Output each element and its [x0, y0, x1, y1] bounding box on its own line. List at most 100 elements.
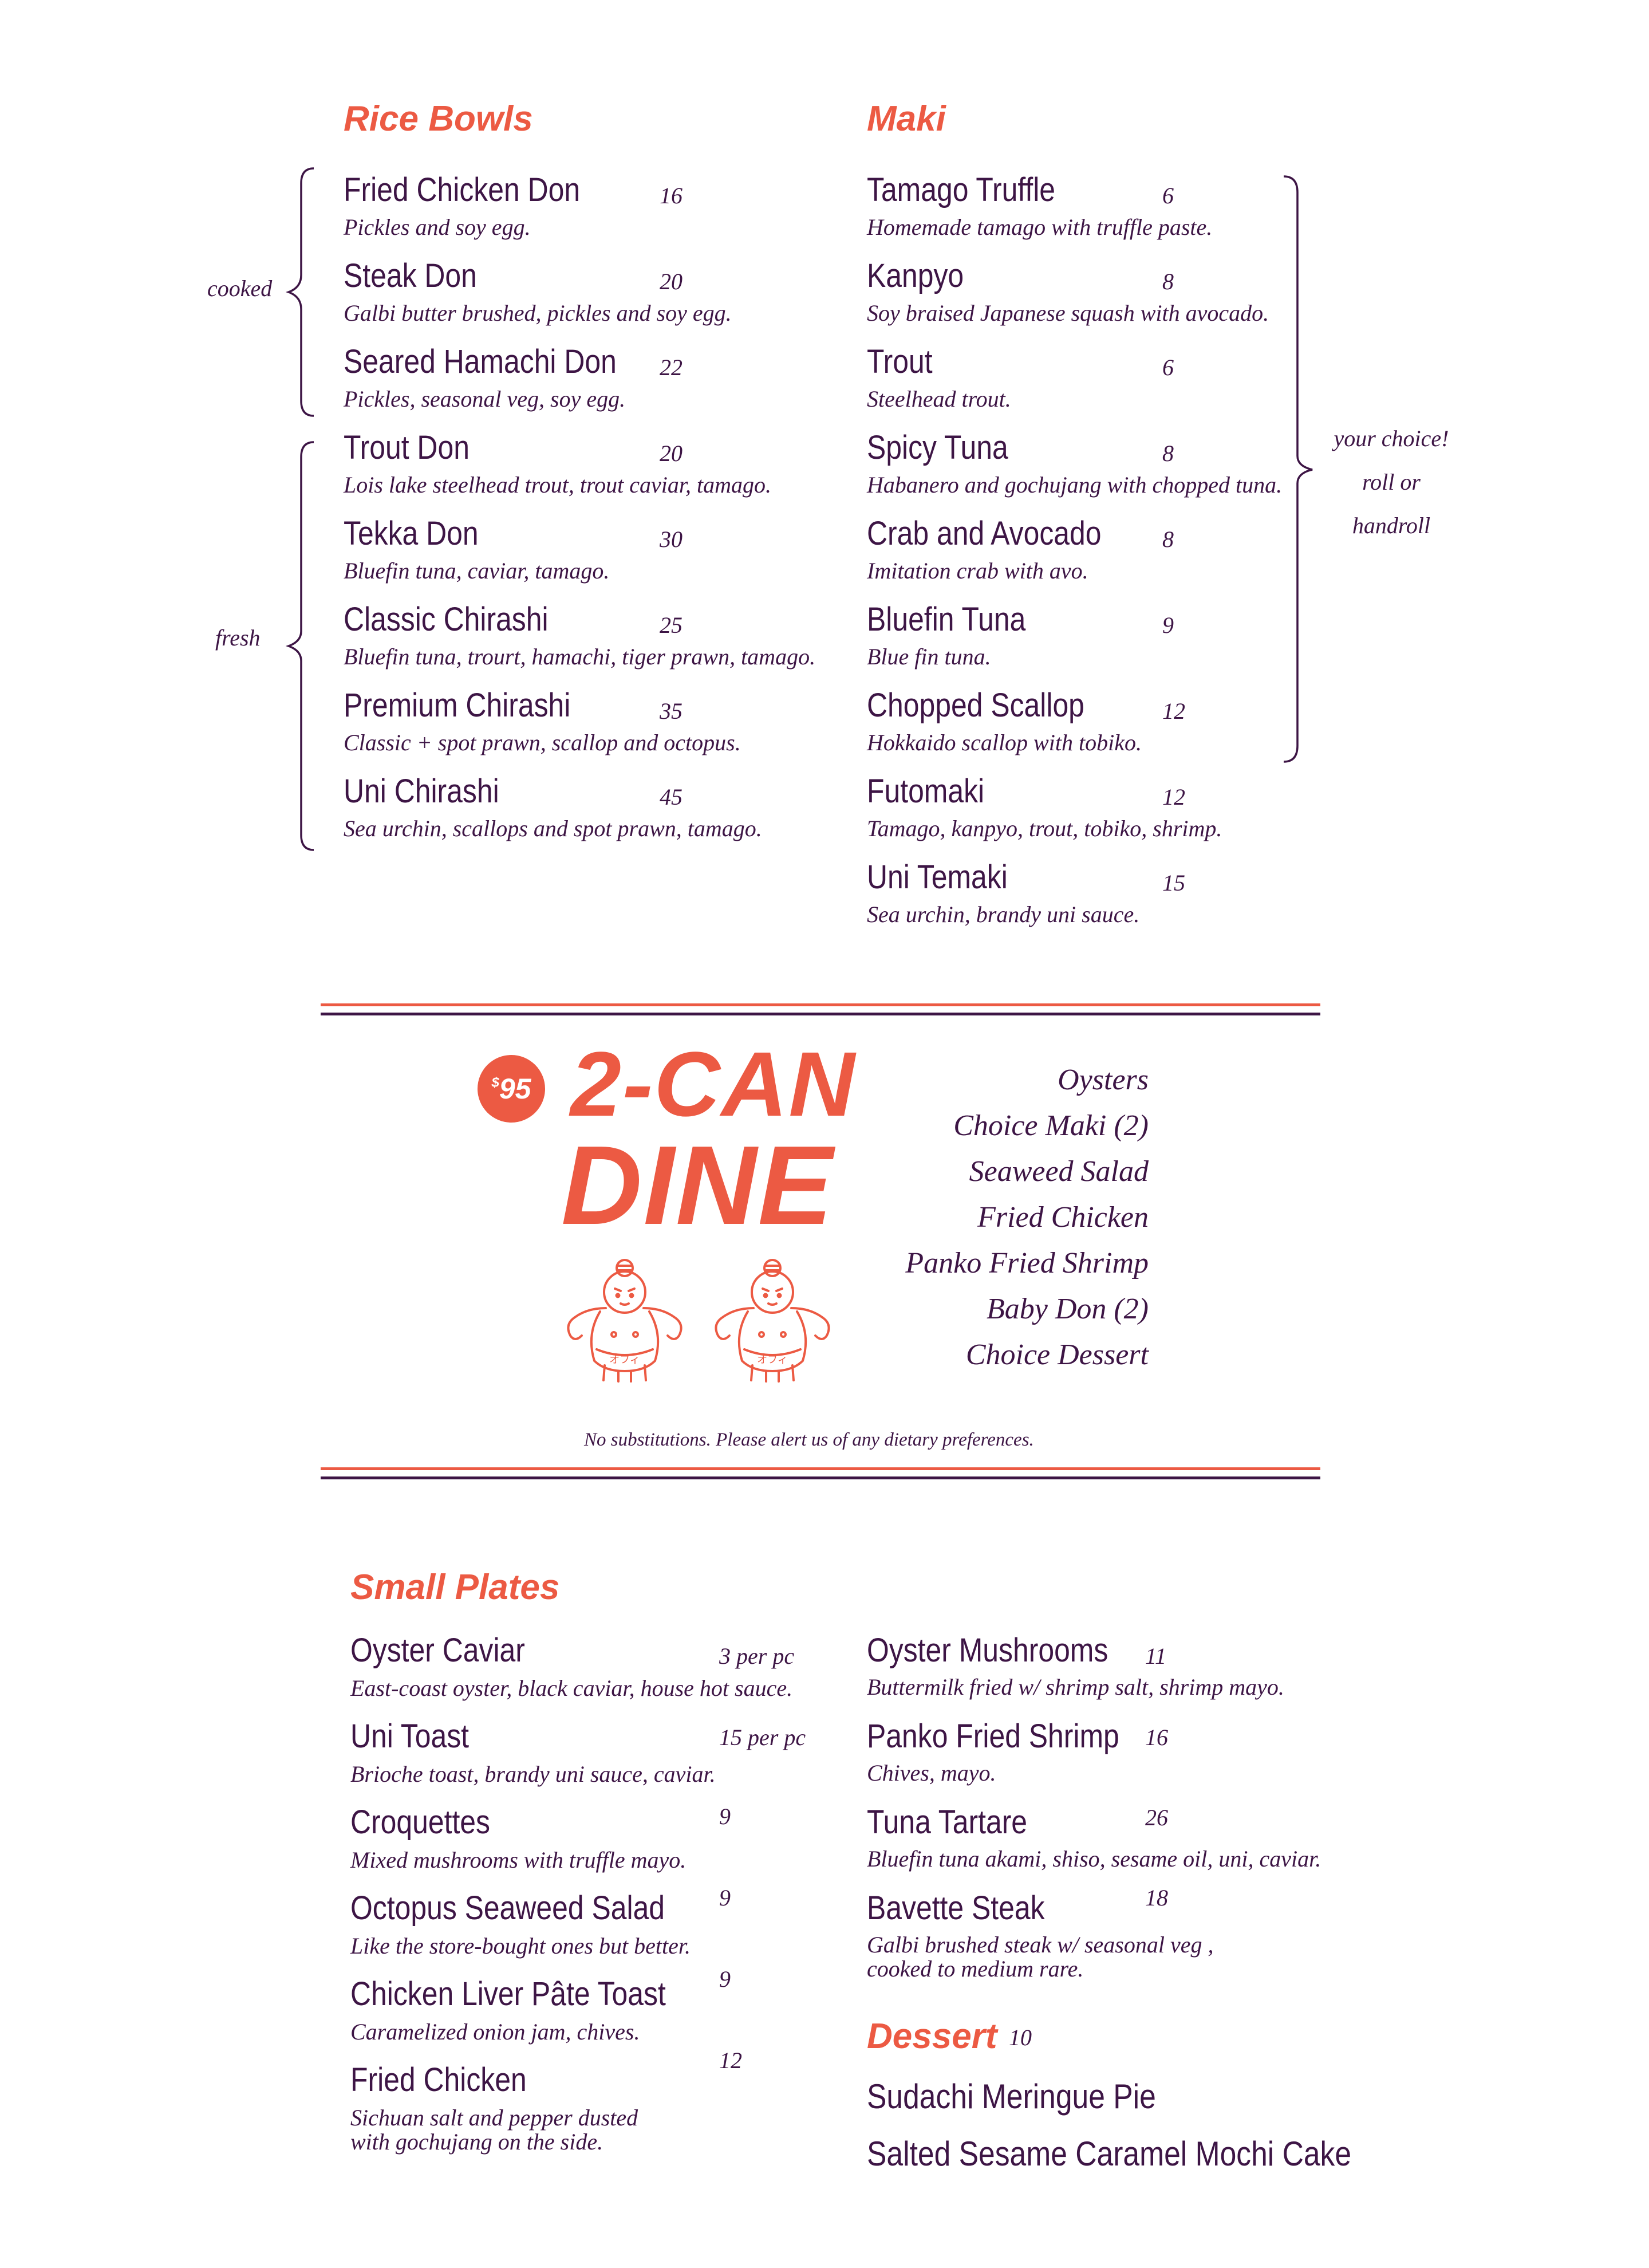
rice-bowl-name: Tekka Don [344, 515, 479, 552]
small-plate-desc: Buttermilk fried w/ shrimp salt, shrimp … [867, 1674, 1284, 1700]
promo-course: Choice Dessert [965, 1338, 1149, 1371]
small-plate-desc: cooked to medium rare. [867, 1956, 1084, 1982]
maki-price: 12 [1162, 784, 1185, 810]
maki-title: Maki [867, 99, 946, 139]
maki-name: Bluefin Tuna [867, 601, 1026, 638]
maki-choice-brace [1283, 175, 1313, 763]
maki-desc: Imitation crab with avo. [867, 558, 1088, 584]
small-plate-price: 9 [719, 1966, 731, 1992]
small-plate-desc: Mixed mushrooms with truffle mayo. [350, 1847, 687, 1873]
small-plate-name: Bavette Steak [867, 1889, 1045, 1927]
small-plate-price: 15 per pc [719, 1724, 806, 1750]
rice-bowl-desc: Bluefin tuna, caviar, tamago. [344, 558, 610, 584]
rice-bowls-title: Rice Bowls [344, 99, 533, 139]
small-plates-title: Small Plates [350, 1568, 560, 1607]
sumo-mascot-icon: オフィ [715, 1259, 830, 1383]
rice-bowl-desc: Galbi butter brushed, pickles and soy eg… [344, 300, 732, 326]
small-plate-name: Oyster Mushrooms [867, 1632, 1108, 1669]
bottom-rule-accent [321, 1467, 1320, 1470]
choice-note-line: handroll [1352, 513, 1431, 538]
small-plate-price: 9 [719, 1804, 731, 1829]
small-plate-price: 11 [1145, 1643, 1167, 1669]
price-badge-symbol: $ [491, 1075, 499, 1090]
rice-bowl-name: Fried Chicken Don [344, 171, 581, 208]
maki-price: 12 [1162, 698, 1185, 724]
small-plate-desc: Caramelized onion jam, chives. [350, 2019, 640, 2045]
rice-bowl-price: 25 [660, 612, 683, 638]
top-rule-accent [321, 1003, 1320, 1006]
promo-course-list: Oysters Choice Maki (2) Seaweed Salad Fr… [859, 1057, 1149, 1378]
maki-name: Kanpyo [867, 257, 964, 294]
small-plate-desc: Like the store-bought ones but better. [350, 1933, 691, 1959]
small-plate-name: Chicken Liver Pâte Toast [350, 1975, 666, 2013]
promo-course: Oysters [1058, 1064, 1149, 1096]
price-badge-value: 95 [499, 1073, 531, 1105]
maki-desc: Habanero and gochujang with chopped tuna… [867, 472, 1283, 498]
rice-bowl-desc: Lois lake steelhead trout, trout caviar,… [344, 472, 771, 498]
sumo-mascot-icon: オフィ [567, 1259, 683, 1383]
maki-name: Chopped Scallop [867, 687, 1084, 724]
small-plate-name: Tuna Tartare [867, 1804, 1028, 1841]
maki-name: Tamago Truffle [867, 171, 1056, 208]
rice-bowl-price: 20 [660, 440, 683, 466]
promo-course: Choice Maki (2) [953, 1109, 1149, 1142]
substitution-notice: No substitutions. Please alert us of any… [584, 1430, 1034, 1450]
dessert-item: Sudachi Meringue Pie [867, 2077, 1156, 2116]
small-plate-price: 26 [1145, 1805, 1168, 1830]
small-plate-price: 18 [1145, 1885, 1168, 1911]
choice-note-line: your choice! [1334, 426, 1449, 451]
small-plate-price: 12 [719, 2048, 742, 2073]
promo-course: Seaweed Salad [969, 1155, 1149, 1188]
promo-course: Fried Chicken [977, 1201, 1149, 1234]
maki-choice-note: your choice! roll or handroll [1323, 417, 1460, 548]
small-plate-desc: with gochujang on the side. [350, 2129, 603, 2155]
fresh-label: fresh [215, 625, 261, 651]
maki-desc: Sea urchin, brandy uni sauce. [867, 901, 1140, 927]
bottom-rule-ink [321, 1476, 1320, 1479]
small-plate-desc: Bluefin tuna akami, shiso, sesame oil, u… [867, 1846, 1321, 1872]
small-plate-name: Octopus Seaweed Salad [350, 1889, 665, 1927]
maki-price: 6 [1162, 183, 1174, 208]
promo-title-line2: DINE [561, 1123, 834, 1248]
price-badge: $95 [478, 1055, 545, 1123]
small-plate-desc: Brioche toast, brandy uni sauce, caviar. [350, 1761, 716, 1787]
rice-bowl-name: Trout Don [344, 429, 470, 466]
rice-bowl-name: Seared Hamachi Don [344, 343, 617, 380]
promo-title-line1: 2-CAN [570, 1033, 856, 1135]
rice-bowl-price: 22 [660, 355, 683, 380]
rice-bowl-desc: Bluefin tuna, trourt, hamachi, tiger pra… [344, 644, 816, 670]
maki-desc: Hokkaido scallop with tobiko. [867, 730, 1142, 755]
rice-bowl-desc: Classic + spot prawn, scallop and octopu… [344, 730, 741, 755]
maki-name: Spicy Tuna [867, 429, 1008, 466]
small-plate-desc: Galbi brushed steak w/ seasonal veg , [867, 1932, 1214, 1958]
maki-desc: Homemade tamago with truffle paste. [867, 214, 1213, 240]
rice-bowl-name: Steak Don [344, 257, 477, 294]
rice-bowl-price: 30 [660, 526, 683, 552]
mascot-belt-text: オフィ [757, 1354, 788, 1366]
small-plate-price: 9 [719, 1885, 731, 1911]
rice-bowl-name: Uni Chirashi [344, 773, 499, 810]
small-plate-desc: Chives, mayo. [867, 1760, 996, 1786]
small-plate-name: Fried Chicken [350, 2061, 527, 2098]
maki-desc: Soy braised Japanese squash with avocado… [867, 300, 1269, 326]
promo-course: Panko Fried Shrimp [905, 1247, 1149, 1279]
maki-name: Trout [867, 343, 933, 380]
maki-price: 15 [1162, 870, 1185, 896]
maki-name: Uni Temaki [867, 859, 1008, 896]
rice-bowl-desc: Pickles and soy egg. [344, 214, 531, 240]
maki-price: 8 [1162, 526, 1174, 552]
small-plate-price: 3 per pc [719, 1643, 795, 1669]
choice-note-line: roll or [1362, 469, 1421, 495]
dessert-price: 10 [1009, 2025, 1032, 2050]
rice-bowl-desc: Pickles, seasonal veg, soy egg. [344, 386, 626, 412]
rice-bowl-price: 45 [660, 784, 683, 810]
small-plate-price: 16 [1145, 1724, 1168, 1750]
maki-name: Futomaki [867, 773, 985, 810]
maki-price: 8 [1162, 440, 1174, 466]
rice-bowl-price: 35 [660, 698, 683, 724]
cooked-brace [285, 167, 314, 417]
small-plate-name: Panko Fried Shrimp [867, 1718, 1119, 1755]
small-plate-name: Oyster Caviar [350, 1632, 525, 1669]
small-plate-desc: East-coast oyster, black caviar, house h… [350, 1675, 793, 1701]
rice-bowl-name: Classic Chirashi [344, 601, 549, 638]
